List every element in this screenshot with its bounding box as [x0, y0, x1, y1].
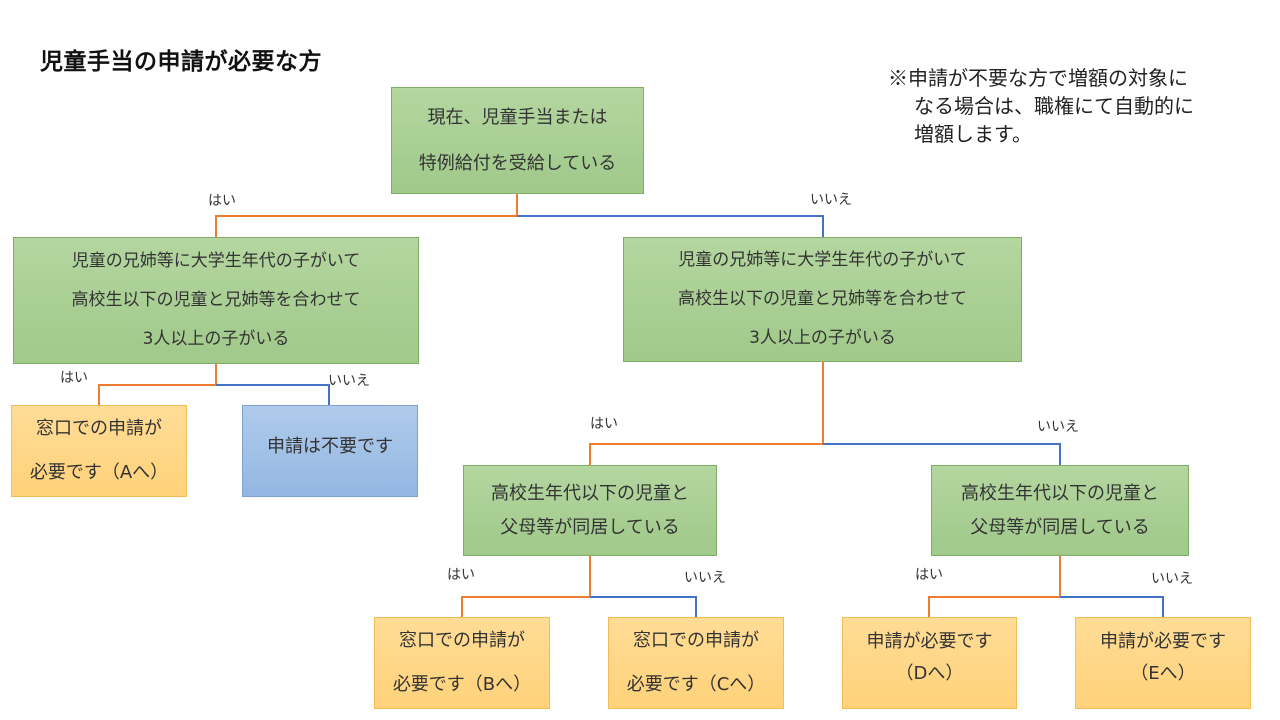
- box-text: 窓口での申請が: [36, 418, 162, 439]
- result-box-a: 窓口での申請が 必要です（Aへ）: [11, 405, 187, 497]
- result-box-c: 窓口での申請が 必要です（Cへ）: [608, 617, 784, 709]
- yes-connector: [589, 362, 824, 466]
- yes-connector: [461, 556, 591, 618]
- no-label: いいえ: [328, 373, 370, 389]
- box-text: 高校生以下の児童と兄姉等を合わせて: [678, 289, 967, 309]
- question-box-left: 児童の兄姉等に大学生年代の子がいて 高校生以下の児童と兄姉等を合わせて 3人以上…: [13, 237, 419, 364]
- box-text: （Dへ）: [895, 663, 964, 684]
- yes-connector: [215, 194, 518, 238]
- question-box-cohabit-right: 高校生年代以下の児童と 父母等が同居している: [931, 465, 1189, 556]
- box-text: 特例給付を受給している: [418, 152, 617, 174]
- box-text: 児童の兄姉等に大学生年代の子がいて: [678, 250, 967, 270]
- no-label: いいえ: [1151, 571, 1193, 587]
- box-text: 申請が必要です: [866, 631, 993, 652]
- box-text: 父母等が同居している: [970, 516, 1150, 538]
- box-text: 3人以上の子がいる: [142, 329, 290, 349]
- no-label: いいえ: [1037, 419, 1079, 435]
- no-connector: [590, 596, 697, 618]
- question-box-right: 児童の兄姉等に大学生年代の子がいて 高校生以下の児童と兄姉等を合わせて 3人以上…: [623, 237, 1022, 362]
- box-text: 必要です（Aへ）: [29, 462, 169, 483]
- question-box-cohabit-left: 高校生年代以下の児童と 父母等が同居している: [463, 465, 717, 556]
- no-connector: [216, 384, 330, 405]
- no-label: いいえ: [810, 192, 852, 208]
- result-box-e: 申請が必要です （Eへ）: [1075, 617, 1251, 709]
- yes-label: はい: [60, 370, 88, 386]
- yes-connector: [928, 556, 1061, 618]
- no-connector: [1060, 596, 1164, 618]
- yes-label: はい: [208, 193, 236, 209]
- box-text: 高校生以下の児童と兄姉等を合わせて: [71, 290, 361, 310]
- yes-label: はい: [915, 567, 943, 583]
- result-box-not-needed: 申請は不要です: [242, 405, 418, 497]
- footnote-line: 増額します。: [914, 122, 1032, 146]
- box-text: 申請は不要です: [267, 436, 393, 457]
- no-connector: [517, 215, 824, 238]
- box-text: （Eへ）: [1130, 663, 1196, 684]
- result-box-b: 窓口での申請が 必要です（Bへ）: [374, 617, 550, 709]
- box-text: 高校生年代以下の児童と: [961, 482, 1159, 504]
- box-text: 窓口での申請が: [399, 630, 525, 651]
- no-label: いいえ: [684, 570, 726, 586]
- footnote-line: ※申請が不要な方で増額の対象に: [888, 66, 1188, 90]
- no-connector: [823, 443, 1061, 466]
- box-text: 高校生年代以下の児童と: [491, 482, 689, 504]
- box-text: 窓口での申請が: [633, 630, 759, 651]
- box-text: 父母等が同居している: [500, 516, 680, 538]
- page-title: 児童手当の申請が必要な方: [40, 49, 322, 75]
- footnote-line: なる場合は、職権にて自動的に: [914, 94, 1194, 118]
- box-text: 児童の兄姉等に大学生年代の子がいて: [71, 251, 361, 271]
- yes-label: はい: [590, 416, 618, 432]
- yes-label: はい: [447, 567, 475, 583]
- box-text: 申請が必要です: [1100, 631, 1226, 652]
- yes-connector: [98, 364, 217, 405]
- box-text: 必要です（Cへ）: [626, 674, 766, 695]
- box-text: 3人以上の子がいる: [749, 328, 896, 348]
- root-question-box: 現在、児童手当または 特例給付を受給している: [391, 87, 644, 194]
- box-text: 必要です（Bへ）: [392, 674, 532, 695]
- box-text: 現在、児童手当または: [427, 106, 608, 128]
- footnote: ※申請が不要な方で増額の対象に なる場合は、職権にて自動的に 増額します。: [888, 64, 1268, 148]
- result-box-d: 申請が必要です （Dへ）: [842, 617, 1017, 709]
